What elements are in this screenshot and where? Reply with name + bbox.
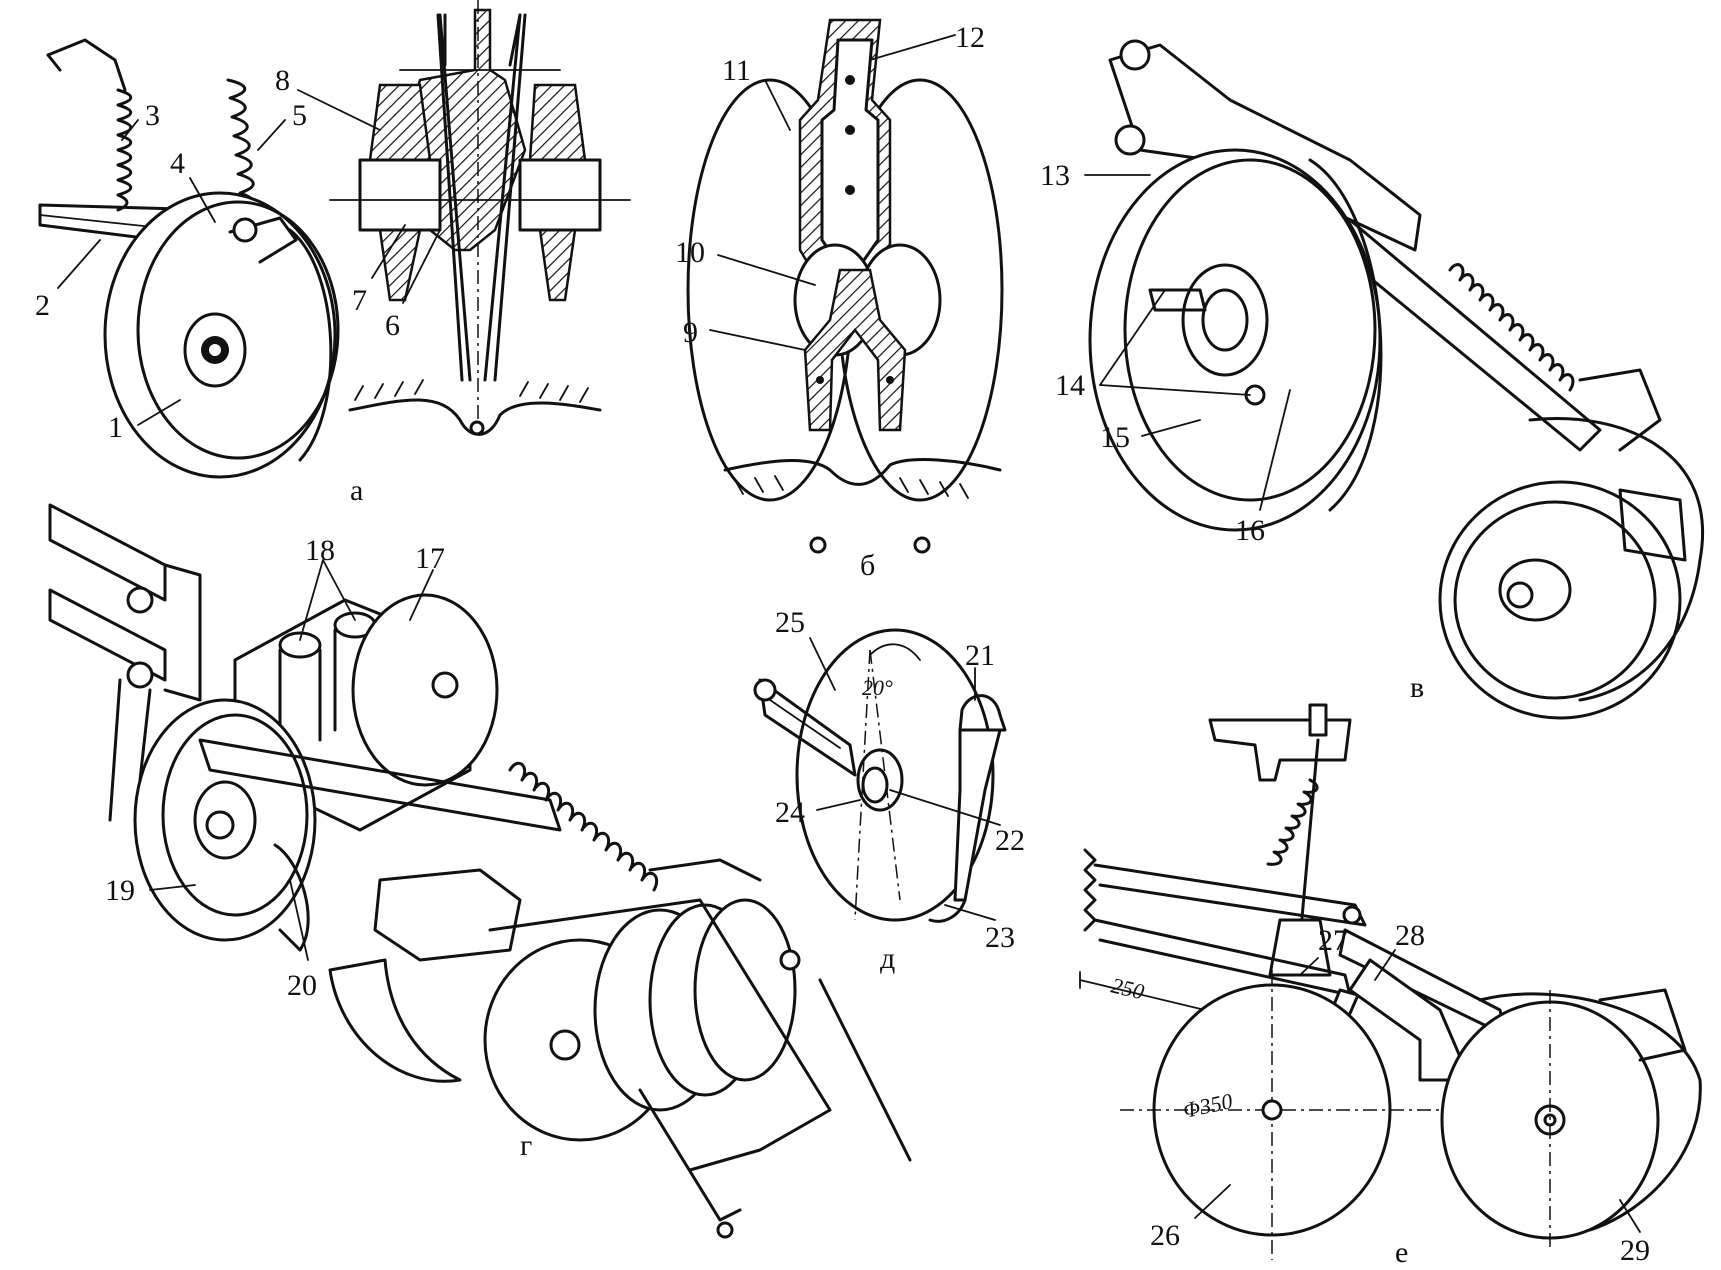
panel-letter-e: е bbox=[1395, 1236, 1408, 1269]
callout-leaders bbox=[57, 34, 1641, 1233]
panel-letter-a: а bbox=[350, 474, 363, 507]
callout-11: 11 bbox=[722, 54, 751, 87]
callout-21: 21 bbox=[965, 639, 995, 672]
callout-4: 4 bbox=[170, 147, 185, 180]
callout-labels: 1 2 3 4 5 6 7 8 9 10 11 12 13 14 15 16 1… bbox=[35, 21, 1650, 1267]
callout-14: 14 bbox=[1055, 369, 1085, 402]
panel-a-cross-section bbox=[329, 0, 631, 436]
callout-5: 5 bbox=[292, 99, 307, 132]
panel-v-opener-with-press-wheel-drawing bbox=[1088, 39, 1704, 720]
callout-15: 15 bbox=[1100, 421, 1130, 454]
callout-10: 10 bbox=[675, 236, 705, 269]
panel-b-double-disc-drawing bbox=[686, 18, 1004, 554]
panel-g-combined-assembly-drawing bbox=[48, 503, 912, 1239]
callout-19: 19 bbox=[105, 874, 135, 907]
callout-25: 25 bbox=[775, 606, 805, 639]
callout-26: 26 bbox=[1150, 1219, 1180, 1252]
callout-3: 3 bbox=[145, 99, 160, 132]
callout-17: 17 bbox=[415, 542, 445, 575]
callout-12: 12 bbox=[955, 21, 985, 54]
callout-24: 24 bbox=[775, 796, 805, 829]
callout-13: 13 bbox=[1040, 159, 1070, 192]
callout-20: 20 bbox=[287, 969, 317, 1002]
spring-3-coil bbox=[116, 88, 133, 212]
panel-a-single-disc-drawing bbox=[38, 0, 631, 479]
length-dimension: 250 bbox=[1109, 973, 1147, 1005]
spring-panel-g-coil bbox=[508, 761, 659, 892]
panel-letter-g: г bbox=[520, 1129, 532, 1162]
callout-23: 23 bbox=[985, 921, 1015, 954]
callout-7: 7 bbox=[352, 284, 367, 317]
panel-letters: а б в г д е bbox=[350, 474, 1424, 1269]
callout-16: 16 bbox=[1235, 514, 1265, 547]
callout-9: 9 bbox=[683, 316, 698, 349]
angle-dimension: 20° bbox=[862, 675, 893, 700]
callout-22: 22 bbox=[995, 824, 1025, 857]
panel-letter-b: б bbox=[860, 549, 875, 582]
callout-2: 2 bbox=[35, 289, 50, 322]
panel-e-geometry-drawing bbox=[1079, 703, 1702, 1260]
panel-letter-d: д bbox=[880, 942, 895, 975]
callout-29: 29 bbox=[1620, 1234, 1650, 1267]
dimension-labels: 20° 250 Φ350 bbox=[862, 675, 1235, 1123]
callout-18: 18 bbox=[305, 534, 335, 567]
panel-letter-v: в bbox=[1410, 671, 1424, 704]
callout-8: 8 bbox=[275, 64, 290, 97]
callout-28: 28 bbox=[1395, 919, 1425, 952]
spring-panel-v-coil bbox=[1448, 263, 1575, 392]
callout-27: 27 bbox=[1318, 924, 1348, 957]
callout-1: 1 bbox=[108, 411, 123, 444]
callout-6: 6 bbox=[385, 309, 400, 342]
panel-d-angled-disc-drawing bbox=[753, 628, 1007, 923]
